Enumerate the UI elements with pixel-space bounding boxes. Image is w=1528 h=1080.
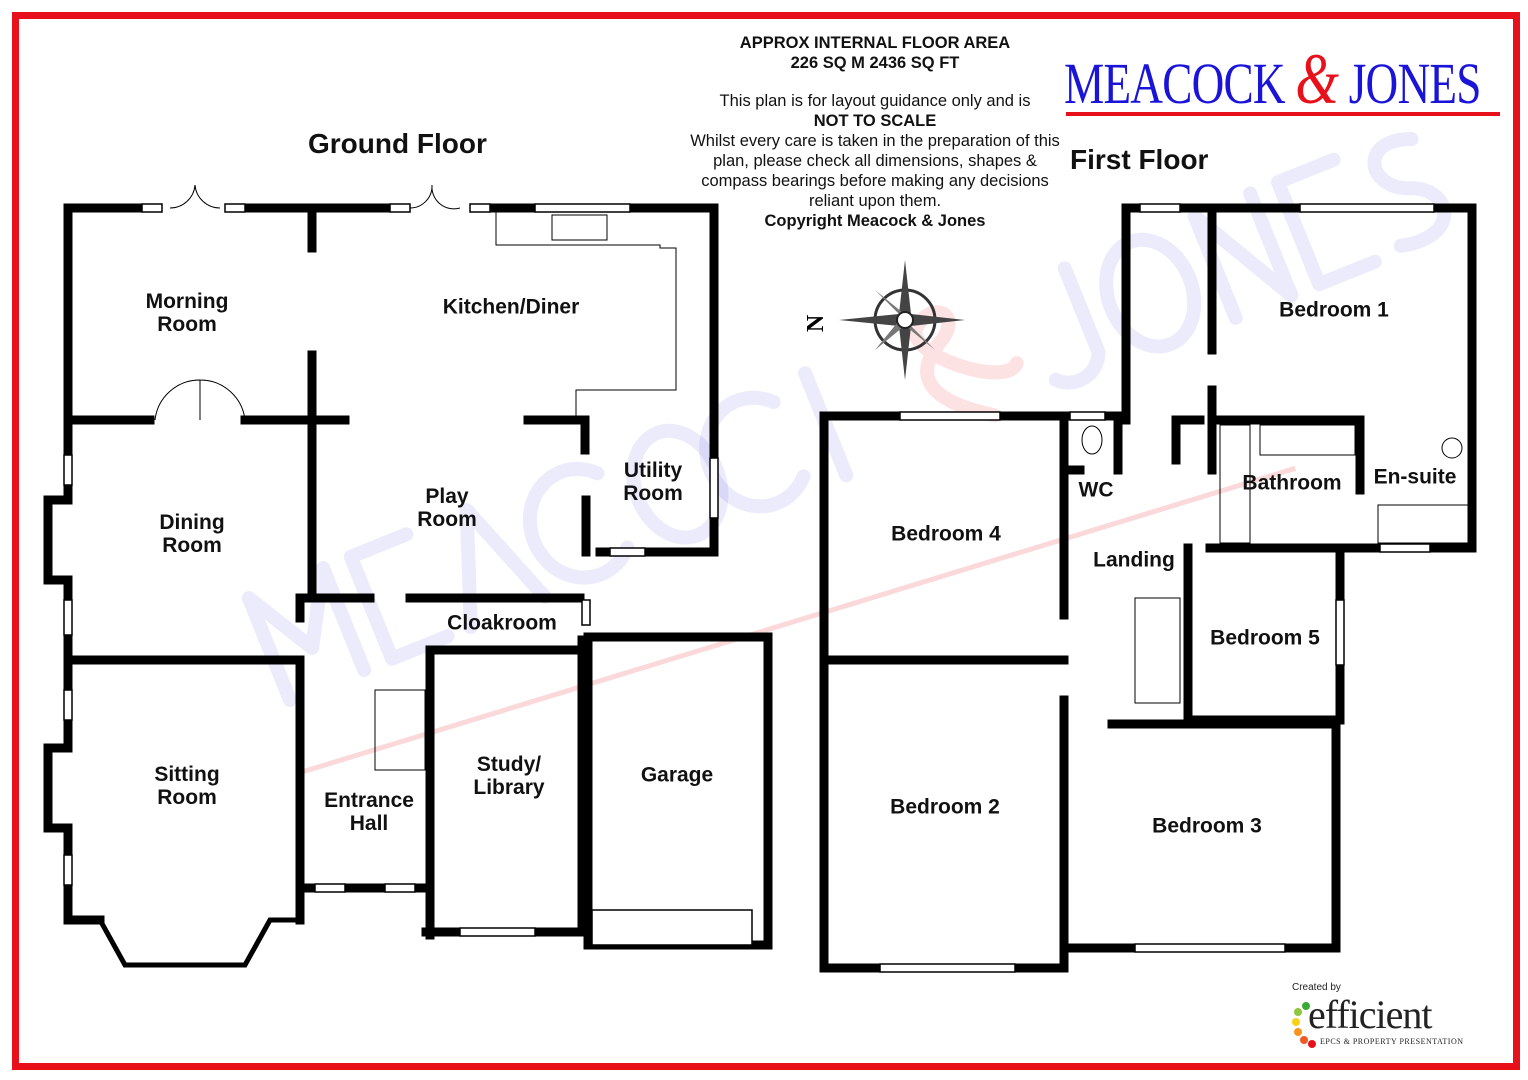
- compass-rose: [839, 260, 965, 380]
- room-garage: Garage: [640, 763, 714, 787]
- room-bathroom: Bathroom: [1242, 471, 1342, 495]
- room-dining-room: Dining Room: [159, 511, 225, 557]
- room-play-room: Play Room: [417, 485, 477, 531]
- room-sitting-room: Sitting Room: [154, 763, 220, 809]
- disclaimer: APPROX INTERNAL FLOOR AREA 226 SQ M 2436…: [690, 33, 1060, 231]
- room-bedroom-3: Bedroom 3: [1152, 814, 1262, 838]
- room-morning-room: Morning Room: [145, 290, 229, 336]
- brand-logo-underline: [1066, 112, 1500, 116]
- room-wc: WC: [1078, 478, 1114, 502]
- fixtures: [154, 184, 1469, 771]
- ground-floor-title: Ground Floor: [308, 128, 487, 159]
- page-border: [12, 12, 1520, 1070]
- first-floor-walls: [819, 203, 1477, 973]
- room-en-suite: En-suite: [1373, 465, 1457, 489]
- room-study-library: Study/ Library: [473, 753, 545, 799]
- disclaimer-body: Whilst every care is taken in the prepar…: [690, 132, 1060, 210]
- room-bedroom-5: Bedroom 5: [1210, 626, 1320, 650]
- first-floor-title: First Floor: [1070, 144, 1209, 175]
- room-bedroom-4: Bedroom 4: [891, 522, 1001, 546]
- efficient-tagline: EPCS & PROPERTY PRESENTATION: [1320, 1037, 1464, 1046]
- room-cloakroom: Cloakroom: [447, 611, 557, 635]
- area-value: 226 SQ M 2436 SQ FT: [790, 54, 960, 72]
- created-by-label: Created by: [1292, 982, 1341, 993]
- room-landing: Landing: [1093, 548, 1175, 572]
- compass-north-label: N: [803, 314, 830, 333]
- efficient-logo: efficient: [1308, 992, 1433, 1037]
- area-title: APPROX INTERNAL FLOOR AREA: [739, 34, 1011, 52]
- room-entrance-hall: Entrance Hall: [324, 789, 414, 835]
- brand-logo: MEACOCK & JONES: [1064, 39, 1481, 119]
- room-bedroom-1: Bedroom 1: [1279, 298, 1389, 322]
- not-to-scale: NOT TO SCALE: [813, 112, 937, 130]
- room-utility-room: Utility Room: [623, 459, 683, 505]
- windows: [63, 203, 1435, 973]
- copyright: Copyright Meacock & Jones: [764, 212, 986, 230]
- room-bedroom-2: Bedroom 2: [890, 795, 1000, 819]
- efficient-logo-dots: [1292, 1002, 1316, 1048]
- disclaimer-line1: This plan is for layout guidance only an…: [719, 92, 1031, 110]
- room-kitchen-diner: Kitchen/Diner: [442, 295, 580, 319]
